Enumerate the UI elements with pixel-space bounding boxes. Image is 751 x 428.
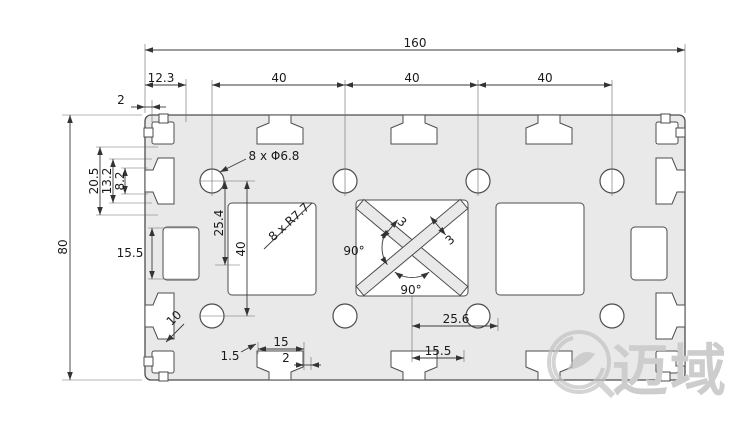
watermark-text: 迈域 [612,339,728,404]
dim-slot-wall: 2 [282,351,290,365]
dim-cavity-height: 15.5 [116,246,144,260]
watermark-logo-icon [547,330,616,399]
hole-callout: 8 x Φ6.8 [248,149,300,163]
dim-slot-outer: 20.5 [87,167,101,195]
dim-center-width: 25.6 [442,312,470,326]
dim-wall-bottom: 1.5 [220,349,240,363]
dim-offset-left: 12.3 [147,71,175,85]
dim-slot-channel-width: 15 [273,335,289,349]
bolt-holes [199,168,625,329]
dim-hole-to-edge: 25.4 [212,209,226,237]
dim-wall-top: 2 [117,93,125,107]
dim-slot-opening: 8.2 [113,171,127,191]
dim-angle-left: 90° [343,244,365,258]
dim-pitch-a: 40 [271,71,287,85]
dim-hole-pitch-vertical: 40 [234,241,248,257]
dim-pitch-b: 40 [404,71,420,85]
dim-overall-width: 160 [403,36,427,50]
t-slots [143,113,686,382]
dim-pitch-c: 40 [537,71,553,85]
dim-overall-height: 80 [56,239,70,255]
dim-center-slot-width: 15.5 [424,344,452,358]
dim-angle-bottom: 90° [400,283,422,297]
extension-lines [62,44,686,381]
dimension-lines [67,47,685,380]
dim-slot-mid: 13.2 [100,167,114,195]
